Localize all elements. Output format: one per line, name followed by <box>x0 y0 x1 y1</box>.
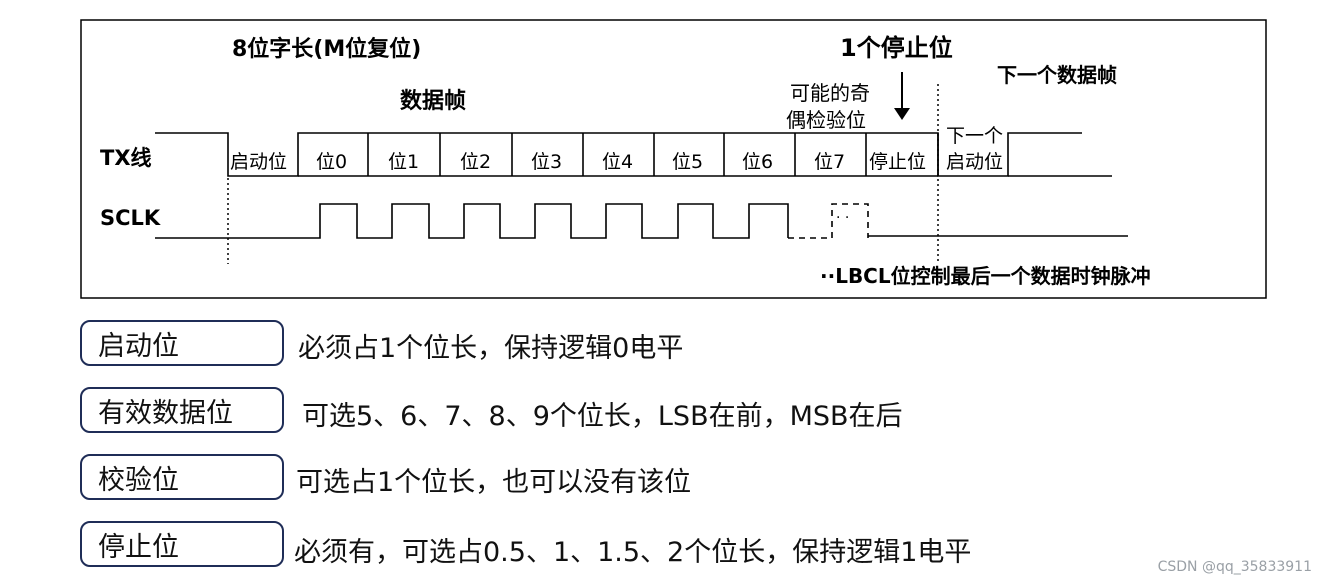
sclk-dots: · · <box>836 210 849 226</box>
start-bit-label: 启动位 <box>230 151 287 173</box>
bit-label: 位1 <box>388 151 419 173</box>
tx-line-label: TX线 <box>100 146 152 170</box>
data-bits-box: 有效数据位 <box>80 387 284 433</box>
start-bit-box: 启动位 <box>80 320 284 366</box>
diagram-frame <box>80 19 1267 299</box>
watermark: CSDN @qq_35833911 <box>1157 559 1312 575</box>
down-arrow-icon <box>894 72 910 120</box>
tx-waveform <box>155 132 1112 177</box>
data-bits-desc: 可选5、6、7、8、9个位长，LSB在前，MSB在后 <box>302 401 903 432</box>
sclk-waveform <box>155 203 1128 239</box>
start-bit-desc: 必须占1个位长，保持逻辑0电平 <box>298 333 684 364</box>
sclk-label: SCLK <box>100 206 161 230</box>
stop-bit-desc: 必须有，可选占0.5、1、1.5、2个位长，保持逻辑1电平 <box>294 537 972 568</box>
stop-bit-box: 停止位 <box>80 521 284 567</box>
row-label: 启动位 <box>98 330 179 362</box>
bit-label: 位7 <box>814 151 845 173</box>
data-frame-label: 数据帧 <box>400 88 466 114</box>
stop-bit-label: 停止位 <box>869 151 926 173</box>
next-start-line1: 下一个 <box>946 125 1003 147</box>
bit-label: 位4 <box>602 151 633 173</box>
next-start-line2: 启动位 <box>946 151 1003 173</box>
parity-bit-desc: 可选占1个位长，也可以没有该位 <box>296 467 692 498</box>
bit-label: 位0 <box>316 151 347 173</box>
uart-frame-diagram: 8位字长(M位复位) 数据帧 1个停止位 下一个数据帧 可能的奇 偶检验位 TX… <box>80 19 1267 299</box>
row-label: 有效数据位 <box>98 397 233 429</box>
bit-label: 位3 <box>531 151 562 173</box>
parity-bit-box: 校验位 <box>80 454 284 500</box>
next-frame-label: 下一个数据帧 <box>997 63 1117 87</box>
lbcl-note: ··LBCL位控制最后一个数据时钟脉冲 <box>820 264 1151 288</box>
bit-label: 位5 <box>672 151 703 173</box>
bit-label: 位2 <box>460 151 491 173</box>
row-label: 停止位 <box>98 531 179 563</box>
parity-note-line1: 可能的奇 <box>790 81 870 105</box>
word-length-title: 8位字长(M位复位) <box>232 36 421 62</box>
bit-label: 位6 <box>742 151 773 173</box>
row-label: 校验位 <box>98 464 179 496</box>
parity-note-line2: 偶检验位 <box>786 108 866 132</box>
stop-bit-callout: 1个停止位 <box>840 34 953 62</box>
